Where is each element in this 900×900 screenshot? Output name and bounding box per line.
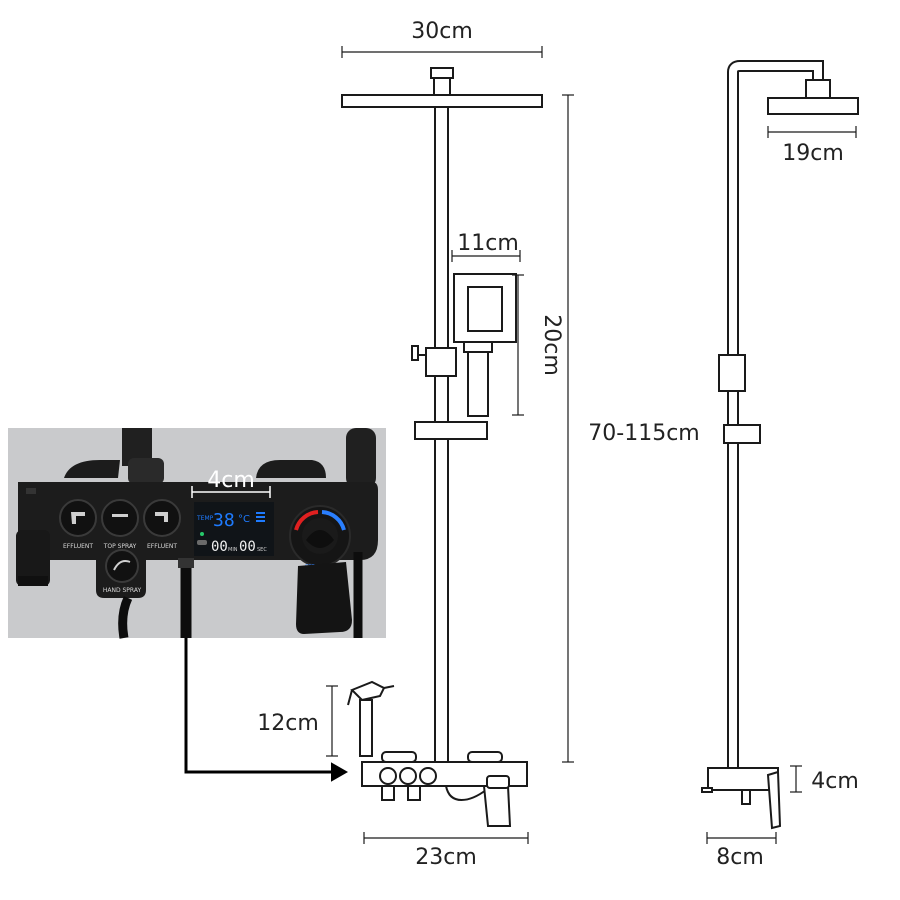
timer-seconds: 00 — [239, 539, 256, 555]
rain-shower-head — [341, 94, 543, 108]
svg-text:SEC: SEC — [257, 547, 267, 553]
handheld-height-dimension — [512, 274, 524, 416]
front-view: 30cm 11cm 20cm — [257, 19, 699, 870]
side-shower-head-connector — [805, 79, 831, 99]
panel-button-effluent-left[interactable]: EFFLUENT — [59, 499, 97, 550]
base-width-label: 23cm — [415, 845, 477, 870]
side-base-height-label: 4cm — [811, 769, 859, 794]
handheld-height-label: 20cm — [539, 314, 564, 376]
mixer-control-body — [361, 751, 528, 827]
panel-closeup-photo: EFFLUENT TOP SPRAY EFFLUENT HAND SPRAY T… — [8, 428, 386, 639]
bidet-height-label: 12cm — [257, 711, 319, 736]
side-shower-head — [767, 97, 859, 115]
handheld-shower-handle — [467, 341, 489, 417]
handheld-width-dimension — [451, 250, 521, 262]
head-width-label: 30cm — [411, 19, 473, 44]
panel-button-hand-spray[interactable]: HAND SPRAY — [103, 549, 142, 594]
display-width-dimension — [191, 486, 271, 498]
side-holder — [718, 354, 746, 392]
side-base-height-dimension — [790, 765, 802, 793]
svg-text:MIN: MIN — [228, 547, 238, 553]
digital-display: TEMP 38 °C 00 MIN 00 SEC — [194, 502, 274, 556]
slider-bracket — [414, 421, 488, 440]
display-width-label: 4cm — [207, 468, 255, 493]
side-base-depth-label: 8cm — [716, 845, 764, 870]
svg-text:EFFLUENT: EFFLUENT — [147, 543, 177, 550]
mixer-lever[interactable] — [296, 562, 352, 634]
callout-arrow — [184, 638, 349, 782]
svg-text:EFFLUENT: EFFLUENT — [63, 543, 93, 550]
timer-minutes: 00 — [211, 539, 228, 555]
panel-button-effluent-right[interactable]: EFFLUENT — [143, 499, 181, 550]
temperature-readout: 38 — [213, 510, 235, 531]
side-base-depth-dimension — [706, 832, 777, 844]
side-view: 19cm 4cm 8cm — [701, 60, 859, 870]
total-height-label: 70-115cm — [588, 421, 699, 446]
side-mixer — [701, 767, 782, 830]
side-head-width-label: 19cm — [782, 141, 844, 166]
total-height-dimension — [562, 94, 574, 763]
svg-text:HAND SPRAY: HAND SPRAY — [103, 587, 142, 594]
handheld-holder — [425, 347, 457, 377]
side-slider-bracket — [723, 424, 761, 444]
mixer-spout — [482, 785, 512, 827]
base-width-dimension — [363, 832, 529, 844]
head-width-dimension — [341, 46, 543, 58]
shower-head-connector — [430, 67, 454, 79]
bidet-height-dimension — [326, 685, 338, 757]
temperature-unit: °C — [238, 514, 250, 525]
side-head-width-dimension — [767, 126, 857, 138]
handheld-width-label: 11cm — [457, 231, 519, 256]
bidet-sprayer — [347, 680, 395, 757]
side-riser-pipe — [727, 60, 824, 778]
svg-text:TOP SPRAY: TOP SPRAY — [103, 543, 137, 550]
svg-text:TEMP: TEMP — [196, 515, 214, 522]
panel-button-top-spray[interactable]: TOP SPRAY — [101, 499, 139, 550]
